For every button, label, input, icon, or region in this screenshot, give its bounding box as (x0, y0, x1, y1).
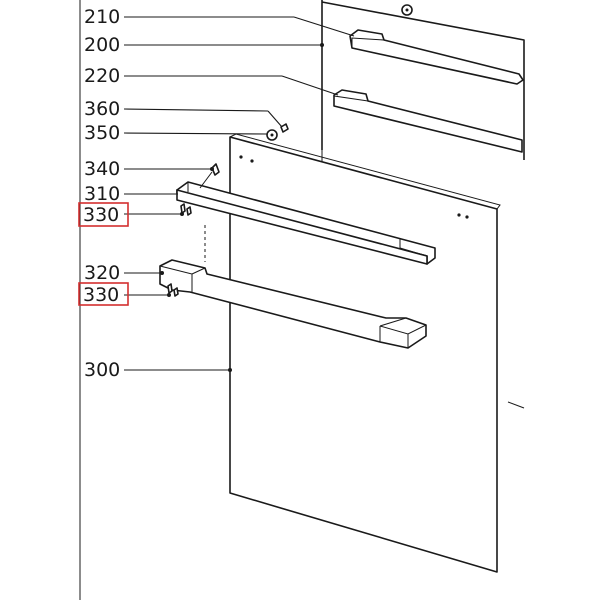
label-330-bottom: 330 (83, 284, 119, 306)
label-340: 340 (84, 158, 120, 180)
label-350: 350 (84, 122, 120, 144)
highlight-box-330-top (78, 202, 129, 227)
screw-360 (280, 123, 289, 133)
highlight-box-330-bottom (78, 282, 129, 306)
back-door-panel (321, 0, 525, 409)
label-310: 310 (84, 183, 120, 205)
label-210: 210 (84, 6, 120, 28)
label-200: 200 (84, 34, 120, 56)
screws-330-bottom (167, 283, 179, 297)
handle-310 (176, 181, 436, 265)
label-220: 220 (84, 65, 120, 87)
leader-lines (123, 16, 355, 371)
label-330-top: 330 (83, 204, 119, 226)
front-door-panel (204, 133, 501, 573)
label-300: 300 (84, 359, 120, 381)
leader-dots (160, 43, 324, 372)
cap-350 (266, 129, 278, 141)
screw-340 (199, 163, 220, 189)
label-360: 360 (84, 98, 120, 120)
label-320: 320 (84, 262, 120, 284)
screws-330-top (180, 203, 192, 216)
